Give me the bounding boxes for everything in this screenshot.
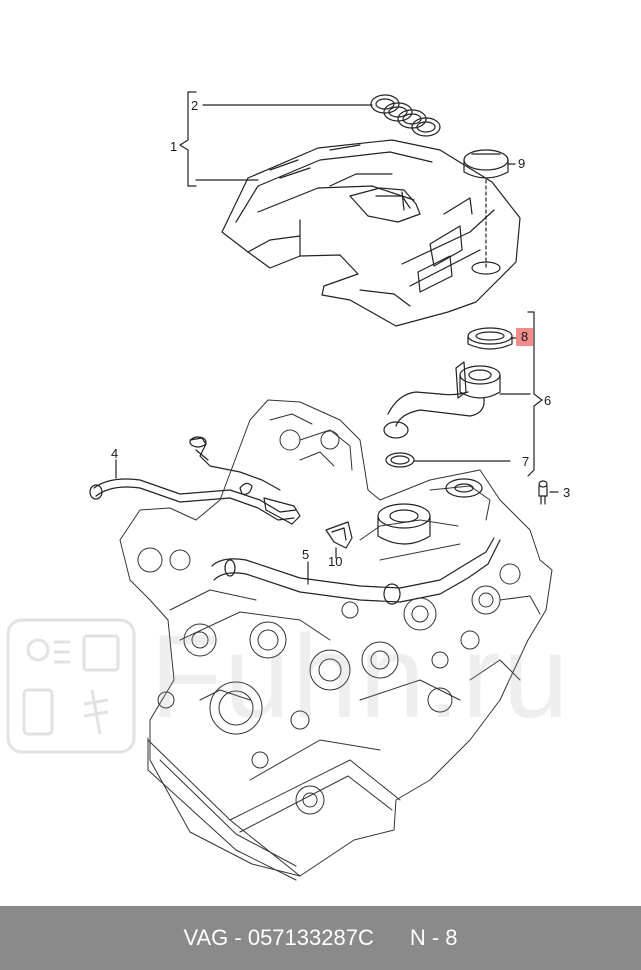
oil-cap <box>463 149 516 269</box>
engine-block <box>119 399 553 881</box>
watermark-text: Fuhn.ru <box>150 611 571 743</box>
hose-5 <box>211 537 501 605</box>
gasket-7 <box>385 452 511 468</box>
breather-hose <box>383 361 531 439</box>
part-number: VAG - 057133287C <box>183 925 374 950</box>
seal-ring-8 <box>467 327 519 350</box>
footer-bar: VAG - 057133287C N - 8 <box>0 906 641 970</box>
callout-1: 1 <box>170 139 178 154</box>
hose-4 <box>89 436 301 525</box>
callout-9: 9 <box>518 156 526 171</box>
callout-5: 5 <box>302 547 310 562</box>
callout-6: 6 <box>544 393 552 408</box>
callout-3: 3 <box>563 485 571 500</box>
ref-number: N - 8 <box>409 925 458 950</box>
engine-circles <box>137 429 521 815</box>
callout-2: 2 <box>191 98 199 113</box>
filler-neck <box>377 478 483 545</box>
callout-10: 10 <box>328 554 343 569</box>
engine-cover <box>221 139 521 327</box>
callout-7: 7 <box>522 454 530 469</box>
watermark-logo <box>6 618 136 754</box>
parts-diagram <box>6 91 559 881</box>
callout-8: 8 <box>516 328 534 346</box>
callout-4: 4 <box>111 446 119 461</box>
bracket-6 <box>527 311 543 477</box>
screw-3 <box>538 480 559 505</box>
emblem-rings <box>370 94 441 137</box>
clip-10 <box>325 521 353 559</box>
